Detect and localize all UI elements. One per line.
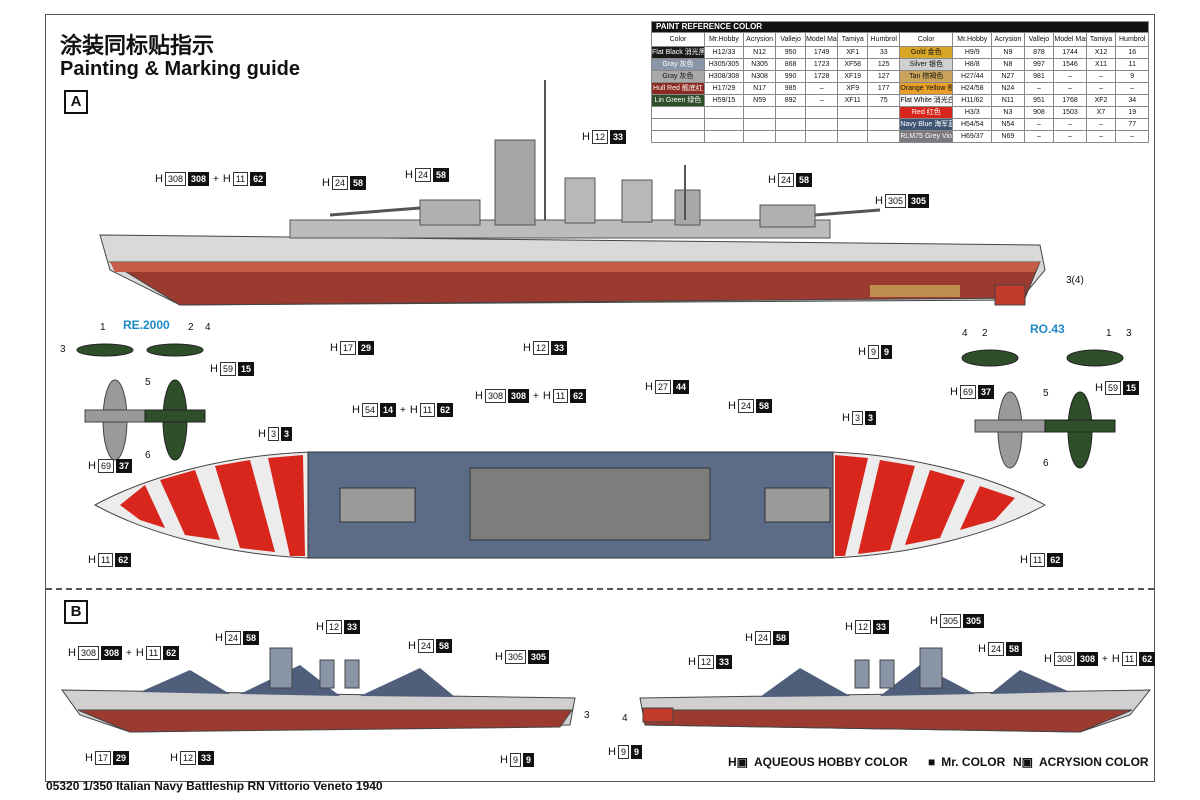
ship-side-profile-b-left <box>61 647 576 733</box>
section-divider <box>46 588 1154 590</box>
ship-side-profile-a <box>99 80 1046 306</box>
section-a-marker: A <box>64 90 88 114</box>
legend-aqueous: H▣AQUEOUS HOBBY COLOR <box>728 755 908 769</box>
paint-swatch: Hull Red 舰底红 <box>651 82 705 95</box>
paint-swatch: Navy Blue 海军蓝 <box>899 118 954 131</box>
re2000-aircraft <box>76 343 206 461</box>
legend-acrysion: N▣ACRYSION COLOR <box>1013 755 1149 769</box>
aircraft-re2000-title: RE.2000 <box>123 318 170 332</box>
ship-top-view <box>93 451 1047 559</box>
ship-side-profile-b-right <box>639 647 1152 733</box>
paint-swatch: Orange Yellow 橙黄色 <box>899 82 954 95</box>
legend-mr: ■Mr. COLOR <box>928 755 1006 769</box>
footer-product-title: 05320 1/350 Italian Navy Battleship RN V… <box>46 779 383 793</box>
title-chinese: 涂装同标贴指示 <box>60 34 215 59</box>
callout-3-4: 3(4) <box>1066 275 1084 286</box>
section-b-marker: B <box>64 600 88 624</box>
paint-swatch: Gold 金色 <box>899 46 954 59</box>
paint-swatch: Lin Green 绿色 <box>651 94 705 107</box>
paint-swatch: Red 红色 <box>899 106 954 119</box>
aircraft-ro43-title: RO.43 <box>1030 322 1065 336</box>
title-english: Painting & Marking guide <box>60 58 301 80</box>
ro43-aircraft <box>961 349 1124 469</box>
paint-swatch: Flat Black 消光黑 <box>651 46 705 59</box>
paint-swatch: RLM75 Grey Violet 灰紫色 <box>899 130 954 143</box>
